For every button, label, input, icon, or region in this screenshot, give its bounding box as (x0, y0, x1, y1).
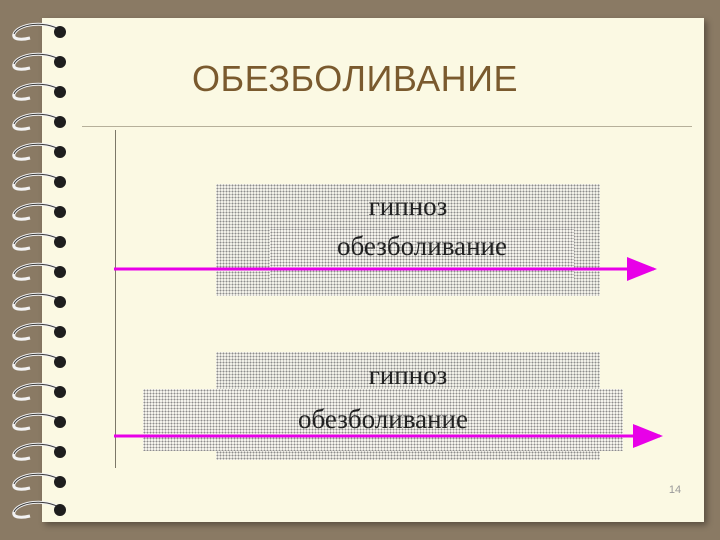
hypnosis-label-bottom: гипноз (368, 360, 448, 390)
spiral-binding (12, 22, 68, 519)
vertical-axis-line (115, 130, 116, 468)
analgesia-label-top: обезболивание (337, 231, 507, 261)
page-number: 14 (668, 484, 682, 496)
hypnosis-label-top: гипноз (368, 191, 448, 221)
slide-title: ОБЕЗБОЛИВАНИЕ (191, 58, 519, 99)
analgesia-label-bottom: обезболивание (298, 404, 468, 434)
title-divider (82, 126, 692, 127)
analgesia-box-bottom (143, 389, 623, 451)
spiral-ring (12, 22, 66, 41)
analgesia-box-top (270, 228, 574, 280)
